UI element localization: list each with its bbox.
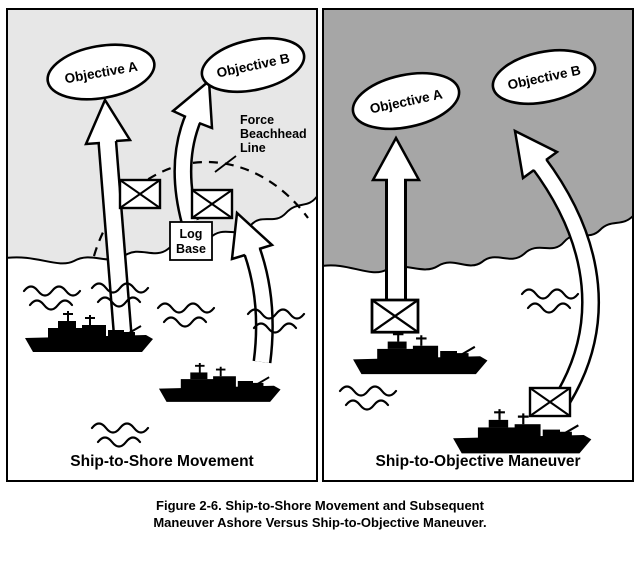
unit-symbol-1 <box>370 298 420 334</box>
beachhead-label: Force Beachhead Line <box>240 113 307 155</box>
waves-icon <box>22 285 82 311</box>
ship-silhouette-1 <box>351 329 489 376</box>
beachhead-label-line2: Beachhead <box>240 127 307 141</box>
beachhead-label-pointer <box>214 155 237 173</box>
waves-icon <box>338 385 398 411</box>
beachhead-label-line3: Line <box>240 141 266 155</box>
ship-to-shore-panel: Log Base Objective A Objective B <box>6 8 318 482</box>
arrow-ship2-to-objective-b <box>513 128 601 405</box>
waves-icon <box>520 288 580 314</box>
objective-a-ellipse <box>351 71 461 131</box>
log-base-label-1: Log <box>180 227 203 241</box>
log-base: Log Base <box>169 221 213 261</box>
objective-a-right: Objective A <box>351 71 461 131</box>
figure-caption-line1: Figure 2-6. Ship-to-Shore Movement and S… <box>156 498 484 513</box>
arrow-ship1-to-objective-a <box>84 97 134 352</box>
unit-symbol-2 <box>190 188 234 220</box>
panel-title-left: Ship-to-Shore Movement <box>70 453 253 470</box>
ship-silhouette-1 <box>24 310 154 353</box>
panel-title-right: Ship-to-Objective Maneuver <box>376 453 581 470</box>
beachhead-label-line1: Force <box>240 113 274 127</box>
objective-b-right: Objective B <box>491 48 597 106</box>
waves-icon <box>156 302 216 328</box>
figure-caption-line2: Maneuver Ashore Versus Ship-to-Objective… <box>153 514 487 530</box>
ship-silhouette-2 <box>157 362 282 403</box>
arrow-ship2-to-beach <box>230 210 275 364</box>
objective-b-left: Objective B <box>200 36 306 94</box>
figure-caption: Figure 2-6. Ship-to-Shore Movement and S… <box>0 498 640 532</box>
arrow-unit1-to-objective-a <box>370 135 422 320</box>
unit-symbol-2 <box>528 386 572 418</box>
ship-to-objective-panel: Objective A Objective B Ship-to-Objectiv… <box>322 8 634 482</box>
log-base-label-2: Base <box>176 242 206 256</box>
log-base-box <box>169 221 213 261</box>
objective-a-ellipse <box>46 43 156 101</box>
objective-a-left: Objective A <box>46 43 156 101</box>
panels-row: Log Base Objective A Objective B <box>6 8 634 482</box>
unit-symbol-1 <box>118 178 162 210</box>
objective-b-ellipse <box>491 48 597 106</box>
waves-icon <box>90 422 150 448</box>
